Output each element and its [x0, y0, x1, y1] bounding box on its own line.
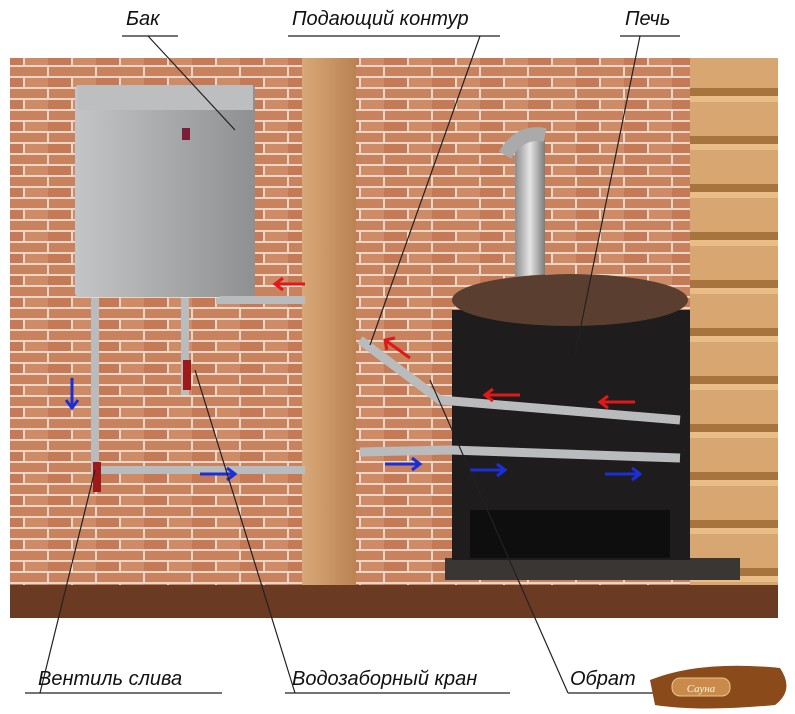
- hot-arrow: [272, 276, 305, 292]
- label-tank: Бак: [126, 8, 160, 30]
- drain-valve-handle: [93, 462, 101, 492]
- label-supply-circuit: Подающий контур: [292, 8, 469, 30]
- cold-arrow: [605, 466, 643, 482]
- flow-arrows: [64, 276, 643, 482]
- hot-arrow: [383, 336, 411, 360]
- log-wall: [690, 58, 778, 598]
- leader-lines: [25, 35, 680, 694]
- label-drain-valve: Вентиль слива: [38, 668, 183, 690]
- label-water-tap: Водозаборный кран: [292, 668, 478, 690]
- wooden-post: [302, 58, 356, 588]
- stove-pipes: [357, 336, 681, 463]
- floor: [10, 585, 778, 618]
- stones: [452, 274, 688, 326]
- label-stove: Печь: [625, 8, 671, 30]
- hot-arrow: [597, 394, 635, 410]
- water-tank: [75, 85, 255, 297]
- cold-arrow: [200, 466, 238, 482]
- sauna-logo: Сауна: [650, 665, 787, 709]
- cold-arrow: [64, 378, 80, 411]
- water-tap-handle: [183, 360, 191, 390]
- label-return-circuit: Обрат: [570, 668, 636, 690]
- cold-arrow: [470, 462, 508, 478]
- svg-text:Сауна: Сауна: [687, 683, 716, 695]
- hot-arrow: [482, 387, 520, 403]
- cold-arrow: [385, 456, 423, 472]
- stove-base-plate: [445, 558, 740, 580]
